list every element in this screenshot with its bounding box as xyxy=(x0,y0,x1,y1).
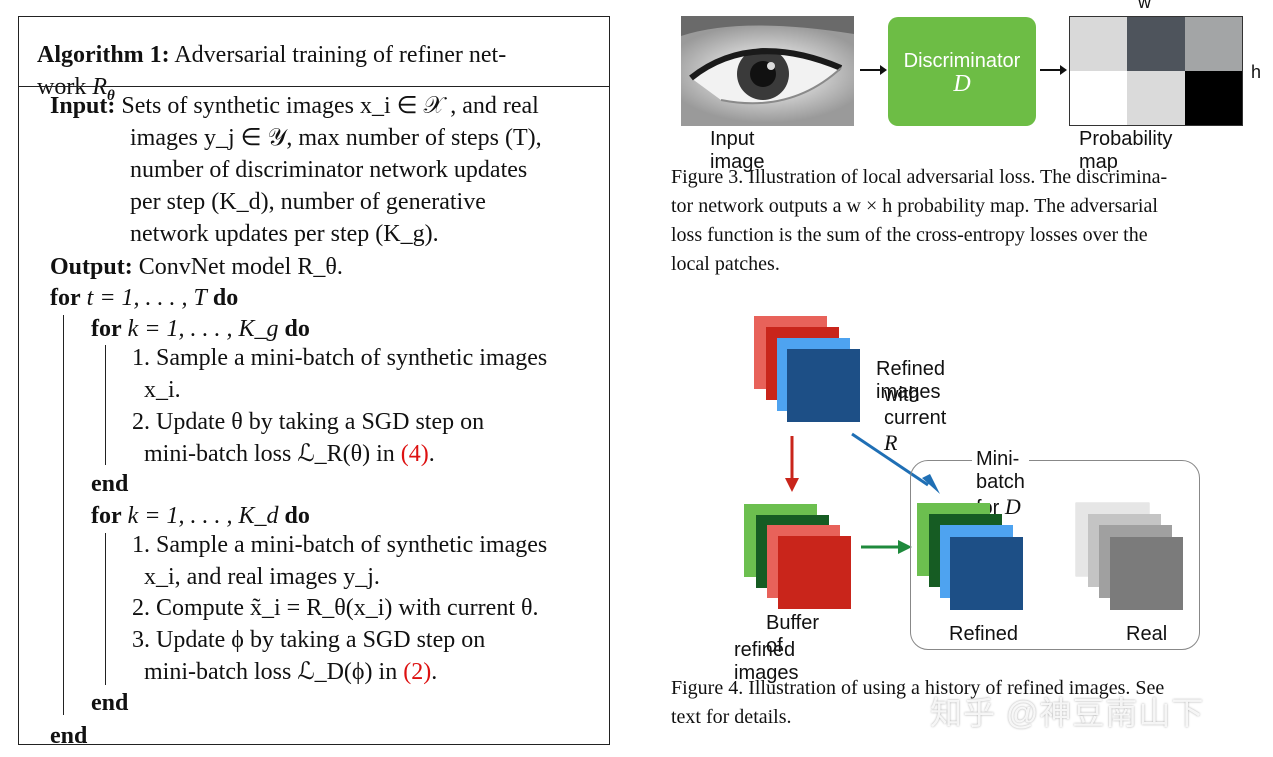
prob-cell-4 xyxy=(1070,71,1127,125)
figure-3-caption-line-2: tor network outputs a w × h probability … xyxy=(671,195,1158,217)
figure-4-caption-line-1: Figure 4. Illustration of using a histor… xyxy=(671,677,1165,699)
eye-image xyxy=(681,16,854,126)
d-step-1: 1. Sample a mini-batch of synthetic imag… xyxy=(132,532,548,558)
watermark: 知乎 @神豆南山下 xyxy=(930,695,1205,731)
minibatch-refined-square-4 xyxy=(950,537,1023,610)
arrow-red-down xyxy=(785,436,799,492)
minibatch-label: Mini-batch for D xyxy=(972,448,1029,520)
algorithm-title-var: R xyxy=(92,74,107,100)
input-line-4: per step (K_d), number of generative xyxy=(130,189,486,215)
output-label: Output: xyxy=(50,254,133,280)
prob-cell-5 xyxy=(1127,71,1185,125)
input-image-label: Input image xyxy=(710,128,765,173)
inner-for-d-line: for k = 1, . . . , K_d do xyxy=(91,503,310,529)
inner-for-g-line: for k = 1, . . . , K_g do xyxy=(91,316,310,342)
inner-g-bar xyxy=(105,345,106,465)
refined-caption: Refined xyxy=(949,623,1018,645)
d-step-3b: mini-batch loss ℒ_D(ϕ) in (2). xyxy=(144,659,438,685)
probability-map-grid xyxy=(1069,16,1243,126)
inner-d-end: end xyxy=(91,690,129,716)
eq-ref-2[interactable]: (2) xyxy=(403,659,432,685)
refined-stack-square-4 xyxy=(787,349,860,422)
algorithm-divider xyxy=(19,86,609,87)
eye-drawing xyxy=(681,16,854,105)
discriminator-label: Discriminator xyxy=(903,50,1021,72)
d-step-1b: x_i, and real images y_j. xyxy=(144,564,380,590)
arrow-to-probmap xyxy=(1040,65,1067,75)
prob-cell-2 xyxy=(1127,17,1185,71)
figure-3-caption-line-1: Figure 3. Illustration of local adversar… xyxy=(671,166,1168,188)
outer-for-line: for t = 1, . . . , T do xyxy=(50,285,239,311)
d-step-2: 2. Compute x̃_i = R_θ(x_i) with current … xyxy=(132,595,539,621)
figure-4-caption-line-2: text for details. xyxy=(671,706,792,728)
arrow-green-right xyxy=(861,540,912,554)
figure-3-caption-line-3: loss function is the sum of the cross-en… xyxy=(671,224,1148,246)
input-line-3: number of discriminator network updates xyxy=(130,157,528,183)
input-line-5: network updates per step (K_g). xyxy=(130,221,439,247)
outer-loop-bar xyxy=(63,315,64,715)
eq-ref-4[interactable]: (4) xyxy=(400,441,429,467)
discriminator-var: D xyxy=(953,71,971,97)
refined-images-label-2: with current R xyxy=(884,384,947,455)
minibatch-real-square-4 xyxy=(1110,537,1183,610)
prob-cell-1 xyxy=(1070,17,1127,71)
d-step-3: 3. Update ϕ by taking a SGD step on xyxy=(132,627,486,653)
figure-3-caption-line-4: local patches. xyxy=(671,253,780,275)
prob-cell-6 xyxy=(1185,71,1242,125)
algorithm-title-text2: work xyxy=(37,74,87,100)
buffer-stack-square-4 xyxy=(778,536,851,609)
input-line-1: Input: Sets of synthetic images x_i ∈ 𝒳 … xyxy=(50,93,539,119)
outer-end: end xyxy=(50,723,88,749)
algorithm-title-sub: θ xyxy=(107,87,115,104)
input-label: Input: xyxy=(50,93,116,119)
algorithm-title-text: Adversarial training of refiner net- xyxy=(174,42,507,68)
g-step-2: 2. Update θ by taking a SGD step on xyxy=(132,409,485,435)
arrow-to-discriminator xyxy=(860,65,887,75)
input-line-2: images y_j ∈ 𝒴, max number of steps (T), xyxy=(130,125,542,151)
h-label: h xyxy=(1251,62,1262,82)
refined-images-label-1: Refined images xyxy=(876,358,945,403)
w-label: w xyxy=(1138,0,1151,12)
inner-d-bar xyxy=(105,533,106,685)
probability-map-label: Probability map xyxy=(1079,128,1173,173)
algorithm-title: Algorithm 1: Adversarial training of ref… xyxy=(37,39,597,112)
prob-cell-3 xyxy=(1185,17,1242,71)
output-line: Output: ConvNet model R_θ. xyxy=(50,254,343,280)
minibatch-box xyxy=(910,460,1200,650)
g-step-1: 1. Sample a mini-batch of synthetic imag… xyxy=(132,345,548,371)
algorithm-title-label: Algorithm 1: xyxy=(37,42,170,68)
buffer-label-2: refined images xyxy=(734,639,799,684)
inner-g-end: end xyxy=(91,471,129,497)
real-caption: Real xyxy=(1126,623,1168,645)
discriminator-box: Discriminator D xyxy=(888,17,1036,126)
buffer-label-1: Buffer of xyxy=(766,612,819,657)
g-step-2b: mini-batch loss ℒ_R(θ) in (4). xyxy=(144,441,435,467)
g-step-1b: x_i. xyxy=(144,377,181,403)
algorithm-box: Algorithm 1: Adversarial training of ref… xyxy=(18,16,610,749)
